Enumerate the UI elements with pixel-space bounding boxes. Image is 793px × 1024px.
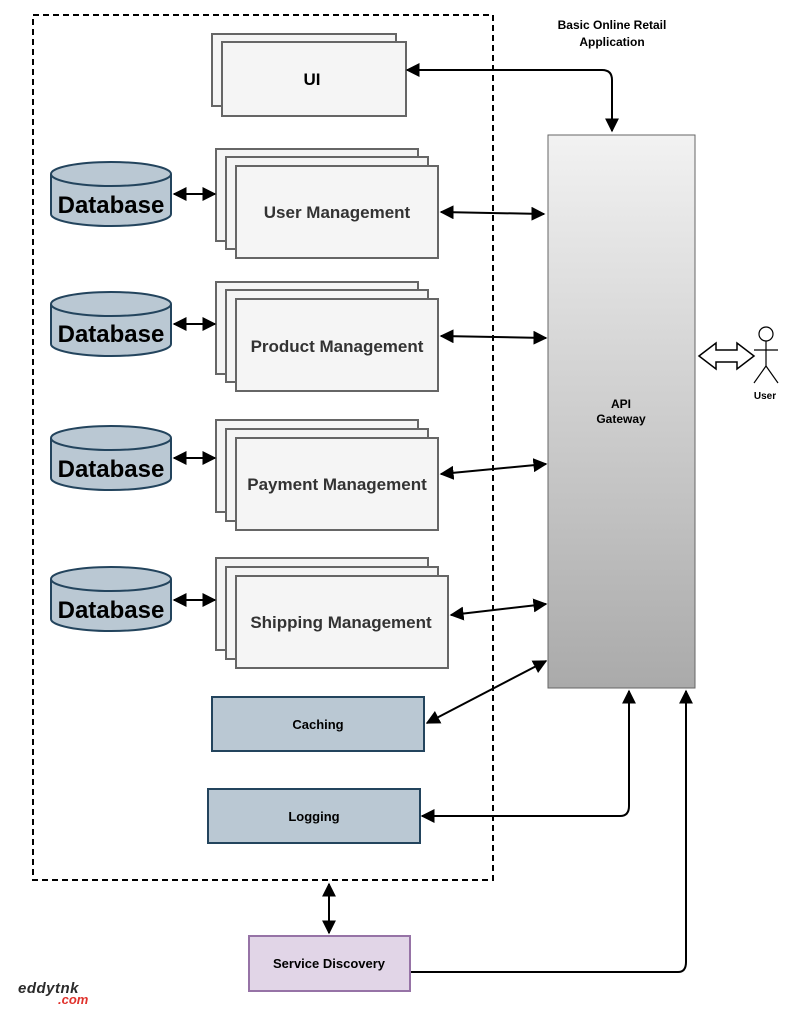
caching-label: Caching [292, 717, 343, 732]
connector-user-gateway [439, 205, 546, 221]
database-payment: Database [50, 425, 172, 491]
shipping-management-service: Shipping Management [215, 557, 449, 669]
caching-box: Caching [211, 696, 425, 752]
connector-payment-gateway [439, 458, 548, 480]
user-management-service: User Management [215, 148, 439, 259]
connector-ui-gateway [405, 63, 619, 133]
payment-management-label: Payment Management [247, 475, 427, 494]
diagram-title-line1: Basic Online Retail [558, 18, 667, 32]
api-gateway-label-line1: API [611, 397, 631, 411]
logging-label: Logging [288, 809, 339, 824]
api-gateway-label-line2: Gateway [596, 412, 646, 426]
connector-logging-gateway [420, 689, 636, 823]
api-gateway: API Gateway [547, 134, 696, 689]
connector-caching-gateway [425, 660, 548, 724]
shipping-management-label: Shipping Management [250, 613, 432, 632]
product-management-service: Product Management [215, 281, 439, 392]
database-shipping-label: Database [58, 597, 165, 624]
database-user: Database [50, 161, 172, 227]
connector-shipping-gateway [449, 598, 548, 621]
database-product-label: Database [58, 321, 165, 348]
user-actor-icon [753, 326, 779, 384]
user-actor-label: User [754, 391, 776, 402]
database-payment-label: Database [58, 456, 165, 483]
diagram-title-line2: Application [579, 35, 644, 49]
connector-service-discovery-gateway [411, 689, 693, 973]
logo-domain-text: .com [58, 992, 89, 1007]
eddytnk-logo: eddytnk .com [18, 980, 108, 1010]
ui-component: UI [211, 33, 407, 117]
product-management-label: Product Management [251, 337, 424, 356]
database-product: Database [50, 291, 172, 357]
logo-main-text: eddytnk [18, 980, 80, 997]
service-discovery-box: Service Discovery [248, 935, 411, 992]
logging-box: Logging [207, 788, 421, 844]
application-boundary [32, 14, 494, 881]
ui-label: UI [304, 70, 321, 89]
payment-management-service: Payment Management [215, 419, 439, 531]
service-discovery-label: Service Discovery [273, 956, 386, 971]
user-management-label: User Management [264, 203, 411, 222]
connector-product-gateway [439, 329, 548, 345]
user-gateway-block-arrow [697, 341, 756, 371]
database-user-label: Database [58, 192, 165, 219]
database-shipping: Database [50, 566, 172, 632]
